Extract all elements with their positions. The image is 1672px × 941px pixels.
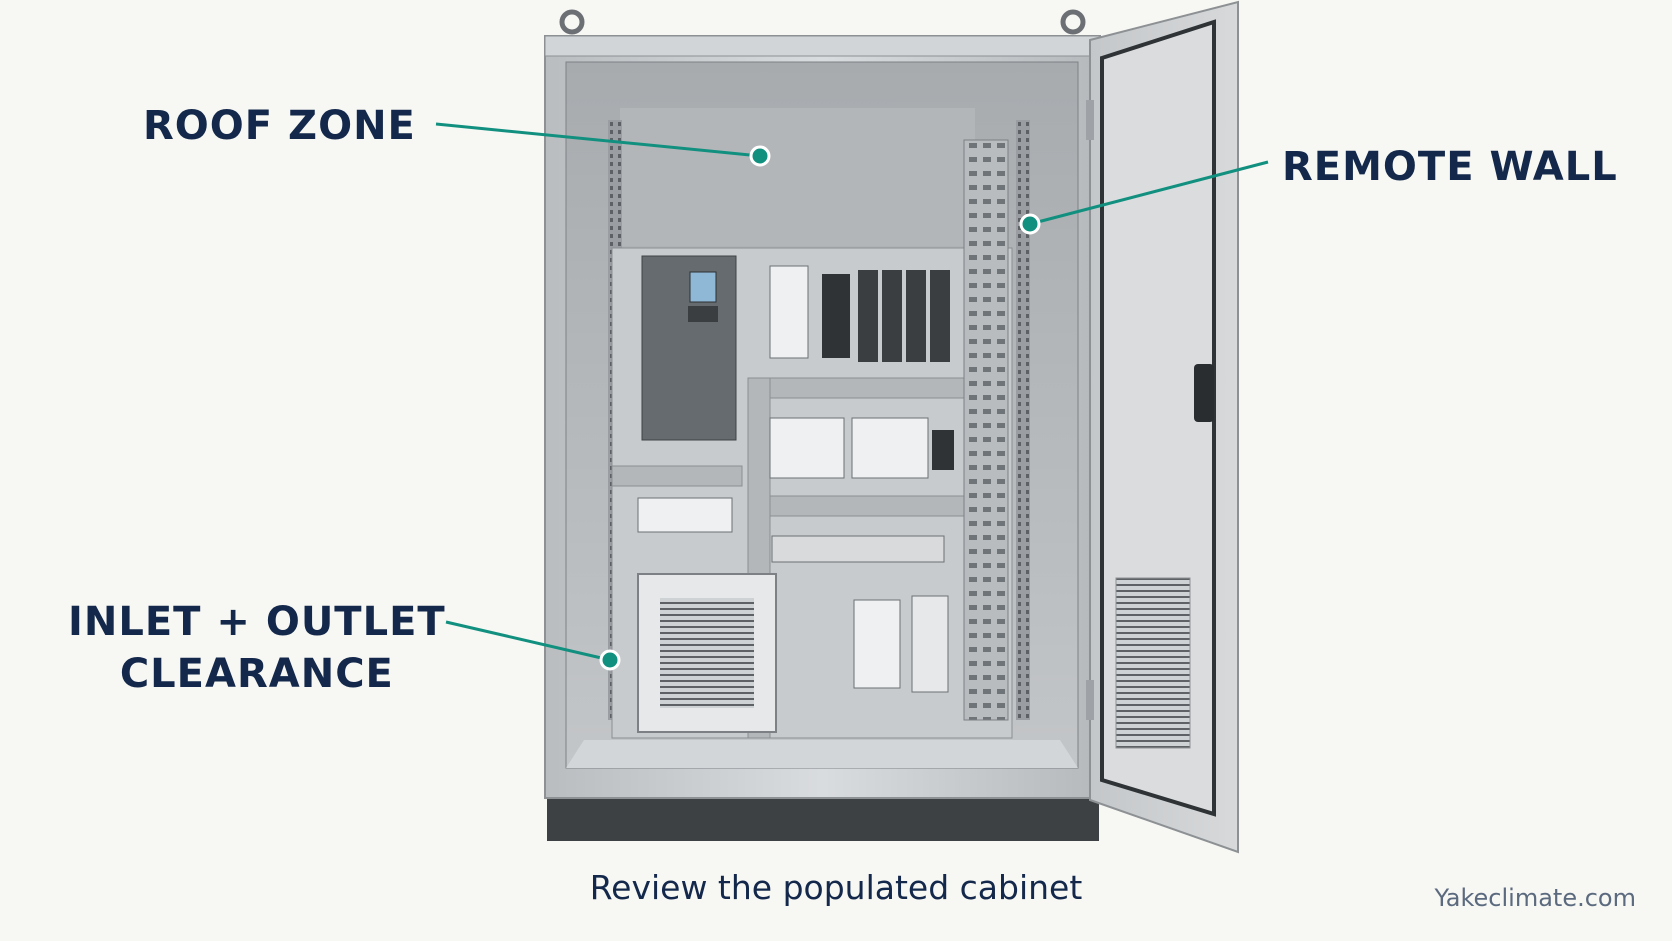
caption: Review the populated cabinet [589, 868, 1083, 907]
fuse-row [637, 497, 733, 533]
vfd-drive [641, 255, 737, 441]
remote-wall-label: REMOTE WALL [1282, 144, 1618, 190]
vfd-display [689, 271, 717, 303]
inlet-label-line1: INLET + OUTLET [68, 599, 446, 645]
lifting-eye-right [1060, 9, 1086, 35]
horizontal-duct-1 [749, 377, 969, 399]
roof-zone-label: ROOF ZONE [143, 103, 416, 149]
horizontal-duct-2 [749, 495, 969, 517]
bottom-breaker [853, 599, 901, 689]
ac-unit-grille [660, 598, 754, 708]
inlet-leader [445, 620, 611, 662]
remote-wall-duct [963, 139, 1009, 721]
top-breaker-group [769, 265, 950, 362]
middle-breaker-row [769, 417, 954, 479]
inlet-label-line2: CLEARANCE [119, 651, 394, 697]
power-supply [911, 595, 949, 693]
roof-zone-area [620, 108, 975, 246]
terminal-strip [771, 535, 945, 563]
vfd-keypad [688, 306, 718, 322]
cabinet-top-frame [544, 35, 1101, 57]
brand-watermark: Yakeclimate.com [1434, 884, 1636, 912]
roof-zone-leader [435, 122, 761, 158]
door-handle [1194, 364, 1214, 422]
door-hinge-bottom [1086, 680, 1094, 720]
lifting-eye-left [559, 9, 585, 35]
cabinet-floor [566, 740, 1078, 768]
door-vent-grille [1115, 577, 1191, 749]
remote-wall-marker [1019, 213, 1041, 235]
inlet-marker [599, 649, 621, 671]
remote-wall-leader [1029, 160, 1269, 226]
door-hinge-top [1086, 100, 1094, 140]
cabinet-plinth [547, 795, 1099, 841]
roof-zone-marker [749, 145, 771, 167]
horizontal-duct-3 [611, 465, 743, 487]
inlet-outlet-clearance-label: INLET + OUTLET CLEARANCE [68, 596, 446, 700]
right-rail [1016, 120, 1030, 720]
